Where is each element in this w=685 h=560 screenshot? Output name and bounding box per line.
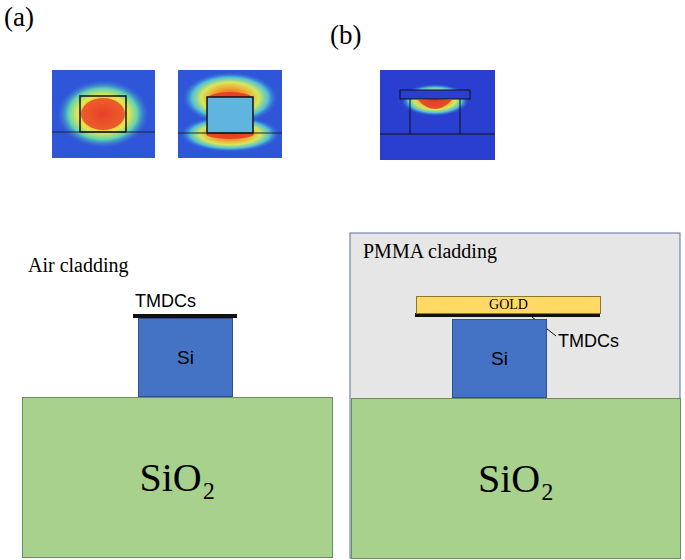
node-text: Si [177, 347, 194, 369]
gold-layer: GOLD [416, 296, 601, 314]
pmma-cladding: PMMA claddingGOLD SiSiO₂ [350, 233, 680, 558]
node-text: SiO₂ [139, 454, 215, 501]
layer-label: TMDCs [558, 331, 619, 352]
mode-profile [380, 70, 495, 160]
si-waveguide: Si [138, 318, 233, 397]
node-text: SiO₂ [478, 455, 554, 502]
mode-profile [52, 70, 155, 158]
panel-label: (b) [330, 20, 361, 51]
sio2-substrate: SiO₂ [351, 398, 681, 559]
panel-label: (a) [4, 2, 34, 33]
node-text: GOLD [489, 297, 528, 313]
sio2-substrate: SiO₂ [22, 397, 333, 558]
node-text: PMMA cladding [363, 240, 497, 263]
si-waveguide: Si [452, 319, 547, 398]
pmma-cladding [350, 233, 680, 558]
node-text: Si [491, 348, 508, 370]
mode-profile [178, 70, 282, 158]
region-label: Air cladding [28, 254, 129, 277]
layer-label: TMDCs [135, 291, 196, 312]
